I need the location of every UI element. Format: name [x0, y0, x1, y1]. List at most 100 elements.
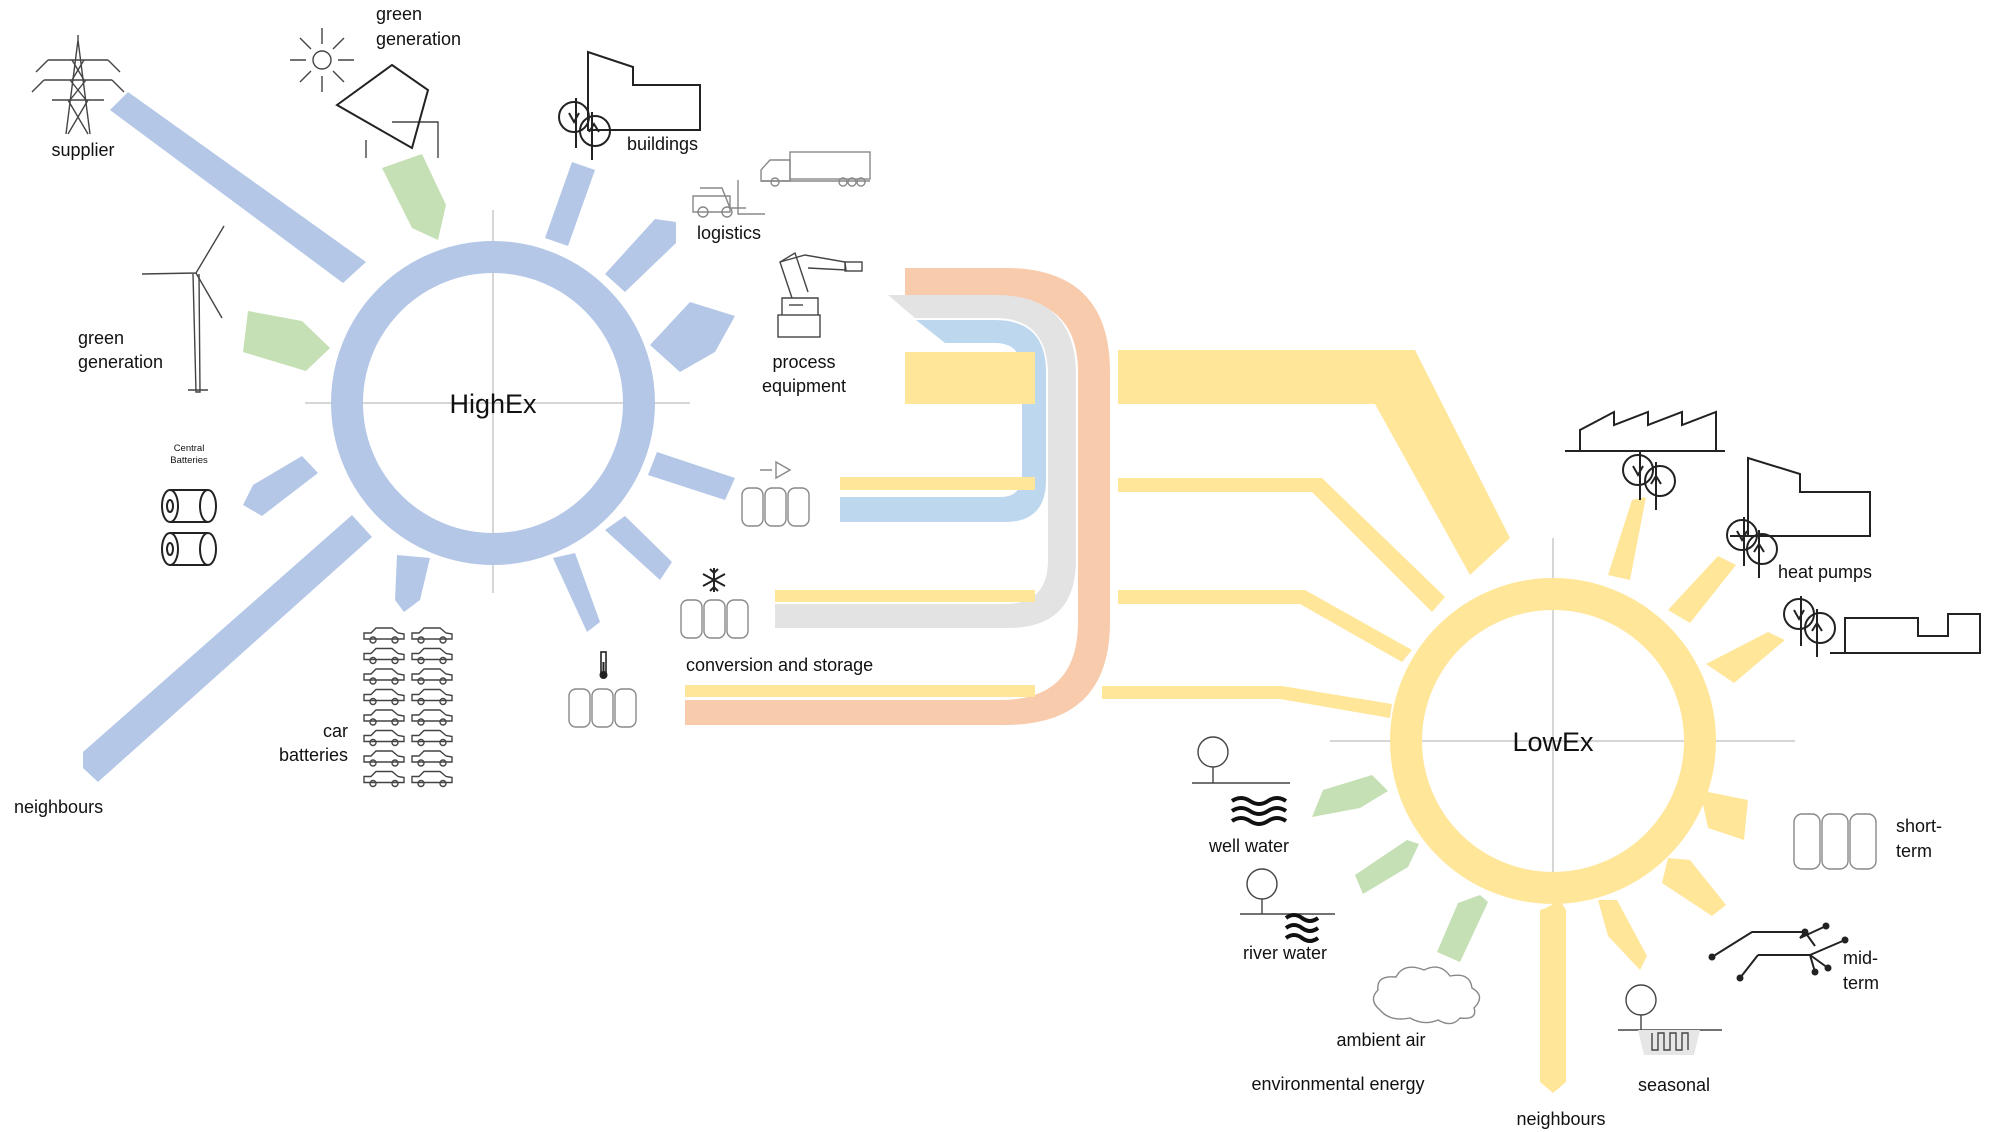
- ray-tanks-3: [553, 553, 600, 632]
- label-green-generation-top-2: generation: [376, 29, 461, 49]
- car-icon: [411, 627, 453, 644]
- car-icon: [363, 770, 405, 788]
- label-neighbours-lowex: neighbours: [1516, 1109, 1605, 1129]
- yellow-input-bars: [685, 352, 1035, 697]
- wind-turbine-icon: [141, 225, 225, 393]
- tank-cylinder: [568, 688, 591, 728]
- forklift-icon: [692, 180, 765, 218]
- snowflake-icon: [702, 568, 726, 592]
- lowex-text-labels: heat pumps short- term mid- term seasona…: [1208, 562, 1942, 1129]
- label-well-water: well water: [1208, 836, 1289, 856]
- ray-supplier: [110, 92, 366, 283]
- yellow-bar-process: [905, 352, 1035, 404]
- sun-solar-panel-icon: [290, 28, 439, 158]
- orange-flow: [685, 268, 1110, 725]
- tank-cylinder: [591, 688, 614, 728]
- label-process-equipment-2: equipment: [762, 376, 846, 396]
- yellow-bar-tank-3: [685, 685, 1035, 697]
- truck-icon: [760, 151, 871, 187]
- car-icon: [363, 668, 405, 685]
- ray-neighbours: [83, 515, 372, 782]
- car-icon: [411, 750, 453, 767]
- label-car-batteries-2: batteries: [279, 745, 348, 765]
- ray-tanks-2: [605, 516, 672, 580]
- car-icon: [363, 729, 405, 747]
- well-water-icon: [1192, 736, 1290, 826]
- label-green-generation-left-2: generation: [78, 352, 163, 372]
- car-icon: [411, 668, 453, 685]
- grey-flow: [775, 295, 1076, 628]
- label-seasonal: seasonal: [1638, 1075, 1710, 1095]
- car-icon: [363, 750, 405, 767]
- label-car-batteries-1: car: [323, 721, 348, 741]
- warehouse-icon: [1783, 596, 1981, 657]
- label-neighbours-highex: neighbours: [14, 797, 103, 817]
- tank-cylinder: [614, 688, 637, 728]
- ray-tanks-1: [648, 452, 735, 500]
- label-environmental-energy: environmental energy: [1251, 1074, 1424, 1094]
- ray-central-batteries: [243, 456, 318, 516]
- highex-sun: HighEx: [83, 92, 735, 782]
- ray-river-water: [1355, 840, 1419, 894]
- label-ambient-air: ambient air: [1336, 1030, 1425, 1050]
- ray-mid-term: [1662, 858, 1726, 916]
- ray-car-batteries: [395, 555, 430, 612]
- robot-arm-icon: [777, 251, 863, 338]
- highex-label: HighEx: [449, 389, 537, 419]
- office-building-icon: [1726, 456, 1871, 578]
- factory-icon: [1565, 410, 1725, 510]
- yellow-bar-tank-2: [775, 590, 1035, 602]
- ray-green-top: [382, 154, 446, 240]
- ray-well-water: [1312, 775, 1388, 817]
- car-icon: [411, 729, 453, 747]
- tank-cylinder: [703, 599, 726, 639]
- ray-office: [1668, 556, 1736, 623]
- label-short-term-1: short-: [1896, 816, 1942, 836]
- pipe-network-icon: [1708, 922, 1849, 982]
- car-icon: [411, 647, 453, 665]
- label-conversion-and-storage: conversion and storage: [686, 655, 873, 675]
- seasonal-storage-icon: [1618, 984, 1722, 1055]
- electric-car-icon: [363, 627, 453, 788]
- short-term-tank-icon: [1793, 813, 1877, 870]
- ray-logistics: [605, 219, 676, 292]
- storage-tank-icon: [568, 487, 810, 728]
- lowex-flow-main: [1118, 350, 1510, 575]
- highex-ring: [331, 241, 655, 565]
- yellow-flows-to-lowex: [1102, 350, 1510, 718]
- lowex-flow-2: [1118, 478, 1445, 612]
- car-icon: [363, 627, 405, 644]
- label-green-generation-top-1: green: [376, 4, 422, 24]
- ray-green-left: [243, 311, 330, 371]
- car-icon: [411, 688, 453, 706]
- ray-buildings: [545, 162, 595, 246]
- car-icon: [411, 709, 453, 726]
- tank-cylinder: [787, 487, 810, 527]
- ray-factory: [1608, 497, 1646, 580]
- lowex-ring: [1390, 578, 1716, 904]
- label-central-batteries-2: Batteries: [170, 455, 208, 466]
- lowex-flow-4: [1102, 686, 1392, 718]
- ray-ambient-air: [1437, 895, 1488, 962]
- blue-flow: [840, 320, 1046, 522]
- ray-neighbours-lowex: [1540, 900, 1566, 1093]
- ray-short-term: [1702, 792, 1748, 840]
- cloud-icon: [1372, 966, 1481, 1025]
- label-heat-pumps: heat pumps: [1778, 562, 1872, 582]
- tank-cylinder: [741, 487, 764, 527]
- lowex-label: LowEx: [1512, 727, 1594, 757]
- car-icon: [363, 709, 405, 726]
- car-icon: [363, 688, 405, 706]
- tank-cylinder: [764, 487, 787, 527]
- ray-seasonal: [1598, 900, 1647, 970]
- building-heat-pump-icon: [558, 50, 701, 160]
- battery-icon: [161, 489, 217, 566]
- label-green-generation-left-1: green: [78, 328, 124, 348]
- label-mid-term-1: mid-: [1843, 948, 1878, 968]
- yellow-bar-tank-1: [840, 477, 1035, 490]
- label-supplier: supplier: [51, 140, 114, 160]
- car-icon: [363, 647, 405, 665]
- highex-text-labels: supplier green generation buildings logi…: [14, 4, 873, 817]
- ray-heat-pumps: [1706, 632, 1785, 683]
